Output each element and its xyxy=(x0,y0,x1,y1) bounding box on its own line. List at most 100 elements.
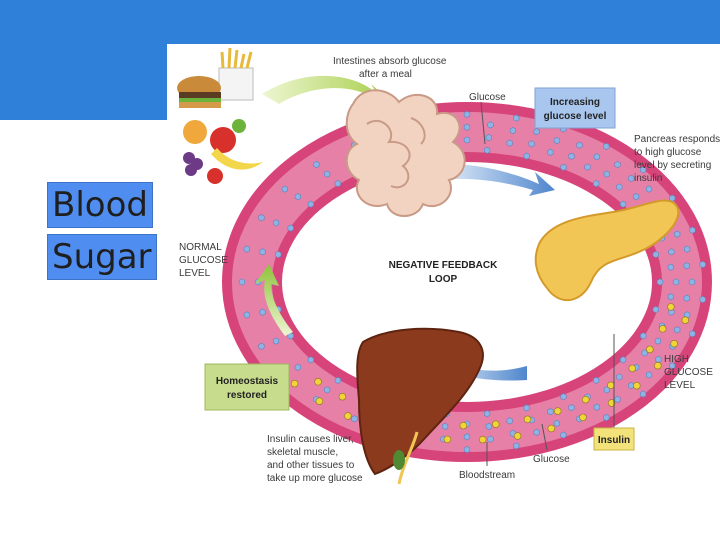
glucose-molecule xyxy=(683,245,691,253)
glucose-molecule xyxy=(683,294,690,302)
glucose-molecule xyxy=(334,180,341,188)
insulin-molecule xyxy=(667,303,675,311)
glucose-bottom-label: Glucose xyxy=(533,454,570,465)
glucose-molecule xyxy=(616,183,623,191)
glucose-molecule xyxy=(307,200,314,208)
intestines-illustration xyxy=(345,89,466,217)
glucose-molecule xyxy=(553,419,561,427)
glucose-molecule xyxy=(689,226,696,234)
glucose-molecule xyxy=(672,278,680,286)
glucose-molecule xyxy=(463,136,471,144)
glucose-molecule xyxy=(334,376,341,384)
insulin-molecule xyxy=(523,415,532,423)
high-label-line-1: HIGH xyxy=(664,354,689,365)
glucose-molecule xyxy=(654,337,662,345)
glucose-molecule xyxy=(553,137,561,145)
glucose-molecule xyxy=(509,127,517,135)
glucose-molecule xyxy=(484,410,491,418)
glucose-molecule xyxy=(584,163,591,171)
glucose-molecule xyxy=(614,395,621,403)
pancreas-label-line-2: to high glucose xyxy=(634,147,702,158)
glucose-molecule xyxy=(294,363,301,371)
food-to-intestine-arrow xyxy=(262,75,389,106)
glucose-molecule xyxy=(603,170,610,178)
liver-label-line-1: Insulin causes liver, xyxy=(267,434,354,445)
glucose-molecule xyxy=(603,142,610,150)
food-illustration xyxy=(177,47,263,184)
diagram-canvas: Increasing glucose level Homeostasis res… xyxy=(167,44,720,490)
negative-feedback-title-line-2: LOOP xyxy=(429,274,458,285)
glucose-uptake-arrow xyxy=(435,358,527,384)
liver-label-line-4: take up more glucose xyxy=(267,473,363,484)
glucose-molecule xyxy=(513,442,520,450)
slide-title-line-1: Blood xyxy=(47,182,153,228)
glucose-molecule xyxy=(614,161,621,169)
homeostasis-box: Homeostasis restored xyxy=(204,363,290,411)
glucose-molecule xyxy=(485,134,492,142)
insulin-molecule xyxy=(607,381,615,389)
glucose-molecule xyxy=(487,435,494,443)
increasing-label-line-1: Increasing xyxy=(550,97,600,108)
insulin-molecule xyxy=(547,424,555,433)
glucose-molecule xyxy=(523,152,530,160)
glucose-molecule xyxy=(652,250,659,259)
insulin-molecule xyxy=(670,340,678,348)
liver-illustration xyxy=(356,327,484,485)
insulin-molecule xyxy=(554,407,562,415)
glucose-molecule xyxy=(674,326,681,334)
glucose-molecule xyxy=(528,140,535,148)
insulin-molecule xyxy=(607,399,616,407)
glucose-molecule xyxy=(533,428,540,436)
insulin-molecule xyxy=(513,432,522,440)
glucose-top-leader xyxy=(480,101,486,145)
insulin-molecule xyxy=(344,412,352,420)
glucose-molecule xyxy=(568,404,575,412)
insulin-molecule xyxy=(628,364,636,373)
glucose-molecule xyxy=(620,356,627,364)
insulin-molecule xyxy=(654,362,662,370)
glucose-molecule xyxy=(620,200,627,208)
glucose-molecule xyxy=(593,376,600,384)
pancreas-illustration xyxy=(534,199,680,302)
glucose-bottom-leader xyxy=(541,423,548,451)
glucose-molecule xyxy=(506,417,513,425)
glucose-molecule xyxy=(487,121,494,129)
normal-label-line-3: LEVEL xyxy=(179,268,211,279)
glucose-molecule xyxy=(656,278,664,286)
glucose-molecule xyxy=(593,403,601,411)
glucose-molecule xyxy=(632,193,640,201)
glucose-molecule xyxy=(669,362,676,370)
glucose-molecule xyxy=(258,214,265,222)
glucose-molecule xyxy=(506,139,513,147)
intestines-label-line-2: after a meal xyxy=(359,69,412,80)
glucose-molecule xyxy=(324,170,331,178)
liver-label-line-3: and other tissues to xyxy=(267,460,355,471)
glucose-molecule xyxy=(547,408,554,416)
normal-label-line-2: GLUCOSE xyxy=(179,255,228,266)
insulin-molecule xyxy=(314,378,322,386)
glucose-molecule xyxy=(560,163,567,171)
homeostasis-label-line-1: Homeostasis xyxy=(216,376,279,387)
glucose-molecule xyxy=(463,446,471,454)
insulin-molecule xyxy=(338,393,347,401)
glucose-molecule xyxy=(243,311,250,319)
glucose-molecule xyxy=(259,308,266,316)
bloodstream-ring xyxy=(222,102,712,462)
insulin-molecule xyxy=(633,382,641,390)
pancreas-label-line-3: level by secreting xyxy=(634,160,711,171)
glucose-molecule xyxy=(463,123,471,131)
insulin-molecule xyxy=(659,325,667,333)
glucose-molecule xyxy=(668,248,675,256)
glucose-molecule xyxy=(640,332,647,340)
glucose-molecule xyxy=(616,373,623,381)
insulin-molecule xyxy=(443,435,452,444)
glucose-molecule xyxy=(238,278,246,286)
pancreas-label-line-1: Pancreas responds xyxy=(634,134,720,145)
glucose-molecule xyxy=(645,371,653,379)
increasing-glucose-arrow xyxy=(437,163,555,196)
glucose-molecule xyxy=(640,166,647,174)
negative-feedback-title-line-1: NEGATIVE FEEDBACK xyxy=(389,260,498,271)
glucose-molecule xyxy=(655,355,662,363)
glucose-molecule xyxy=(593,153,601,161)
glucose-molecule xyxy=(533,128,540,136)
